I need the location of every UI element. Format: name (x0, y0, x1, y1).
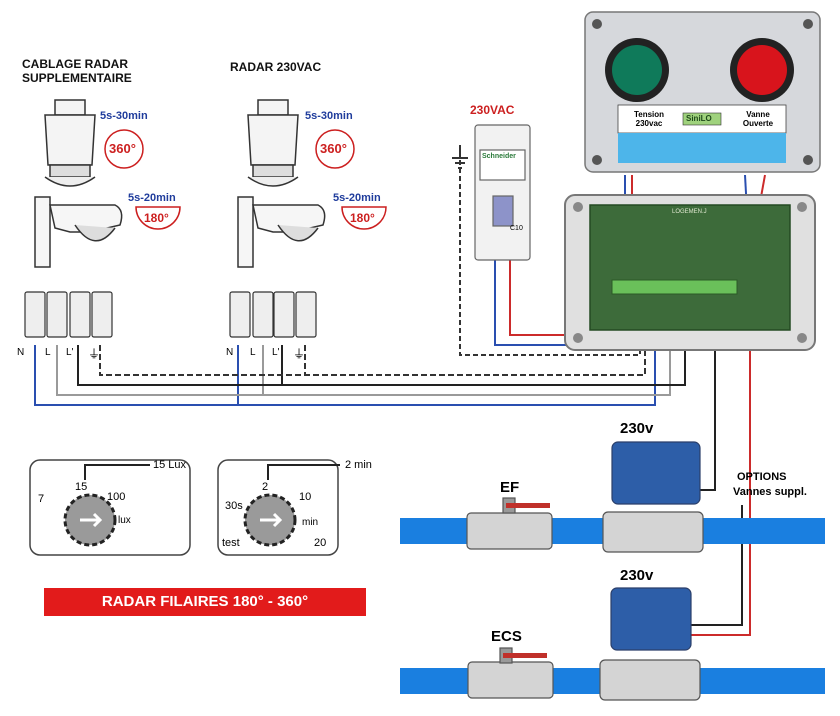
badge-360-left (104, 129, 144, 169)
actuator-top-voltage: 230v (620, 420, 654, 437)
time-callout: 2 min (345, 459, 372, 471)
ef-valve-drawing (466, 497, 553, 550)
actuator-bottom-voltage: 230v (620, 567, 654, 584)
options-sub-label: Vannes suppl. (733, 486, 807, 498)
earth-symbol (452, 145, 468, 169)
left-radar-title: CABLAGE RADAR SUPPLEMENTAIRE (22, 57, 132, 85)
wire-switched-black (77, 330, 686, 386)
terminal-label-l-left: L (45, 347, 51, 358)
breaker-voltage-label: 230VAC (470, 103, 515, 117)
terminal-label-n-left: N (17, 347, 25, 358)
time-scale-20: 20 (314, 537, 327, 549)
main-radar-time-180: 5s-20min (333, 192, 381, 204)
left-radar-time-180: 5s-20min (128, 192, 176, 204)
ecs-valve-drawing (467, 647, 554, 699)
lux-dial-drawing (29, 459, 191, 556)
time-scale-2: 2 (262, 481, 269, 493)
terminal-label-n-main: N (226, 347, 234, 358)
vanne-lamp-label: Vanne Ouverte (742, 110, 774, 128)
wire-live-grey (56, 330, 671, 396)
wire-valve-black-2 (690, 505, 743, 626)
lux-scale-15: 15 (75, 481, 88, 493)
control-panel-drawing (584, 11, 821, 173)
main-radar-angle-360: 360° (320, 141, 347, 156)
breaker-rating: C10 (510, 225, 523, 232)
wire-valve-black (700, 320, 716, 491)
badge-180-main (341, 206, 387, 230)
terminal-label-l-main: L (250, 347, 256, 358)
terminal-block-left (24, 291, 113, 338)
wire-earth-dashed (99, 330, 646, 376)
motor-valve-bottom-drawing (599, 587, 701, 701)
time-scale-30s: 30s (225, 500, 243, 512)
radar-filaires-banner: RADAR FILAIRES 180° - 360° (44, 588, 366, 616)
time-scale-10: 10 (299, 491, 312, 503)
main-radar-time-360: 5s-30min (305, 110, 353, 122)
breaker-drawing (474, 124, 531, 261)
terminal-label-lp-left: L' (66, 347, 74, 358)
breaker-brand: Schneider (482, 153, 516, 160)
left-radar-time-360: 5s-30min (100, 110, 148, 122)
time-dial-drawing (217, 459, 340, 556)
radar-360-left-drawing (44, 99, 96, 187)
tension-lamp-label: Tension 230vac (633, 110, 665, 128)
radar-180-left-drawing (34, 196, 123, 268)
main-radar-title: RADAR 230VAC (230, 60, 322, 74)
ecs-label: ECS (491, 628, 522, 645)
lux-scale-7: 7 (38, 493, 45, 505)
badge-180-left (135, 206, 181, 230)
time-unit: min (302, 517, 319, 528)
lux-callout: 15 Lux (153, 459, 187, 471)
radar-180-main-drawing (237, 196, 326, 268)
main-radar-angle-180: 180° (350, 211, 375, 225)
wire-neutral-blue (34, 330, 656, 406)
time-test-label: test (222, 537, 240, 549)
pcb-label: LOGEMEN.J (672, 209, 707, 215)
lux-unit: lux (118, 515, 131, 526)
terminal-label-earth-main: ⏚ (293, 347, 306, 361)
badge-360-main (315, 129, 355, 169)
terminal-block-main (229, 291, 317, 338)
options-label: OPTIONS (737, 471, 787, 483)
left-radar-angle-360: 360° (109, 141, 136, 156)
lux-scale-100: 100 (107, 491, 126, 503)
junction-box-drawing (564, 194, 816, 351)
radar-360-main-drawing (247, 99, 299, 187)
left-radar-angle-180: 180° (144, 211, 169, 225)
terminal-label-lp-main: L' (272, 347, 280, 358)
ef-label: EF (500, 479, 520, 496)
terminal-label-earth-left: ⏚ (88, 347, 101, 361)
brand-logo: SiniLO (686, 114, 712, 123)
motor-valve-top-drawing (602, 441, 704, 553)
